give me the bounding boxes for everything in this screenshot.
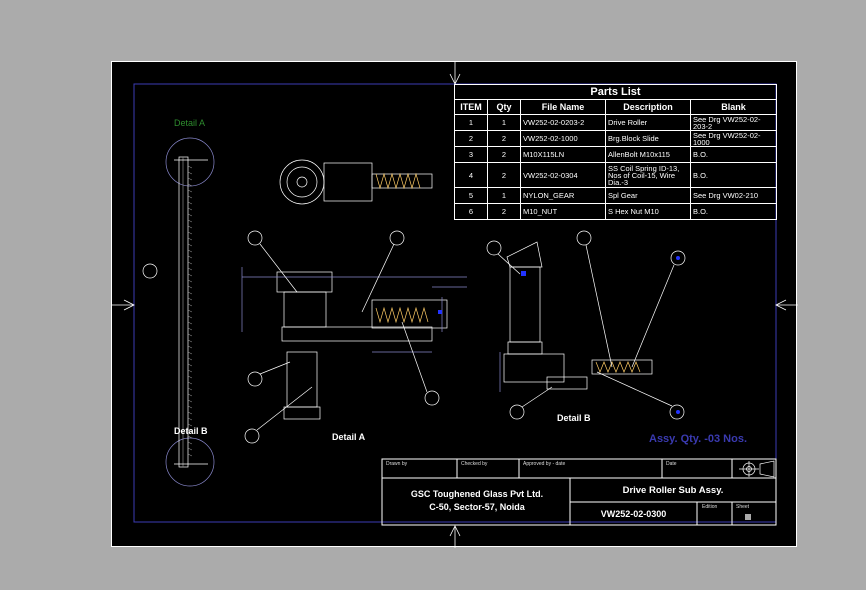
drawing-number: VW252-02-0300 <box>600 509 667 519</box>
detail-a-label: Detail A <box>332 432 366 442</box>
cell-file-name: VW252-02-1000 <box>520 130 606 147</box>
cell-blank: See Drg VW252-02-1000 <box>690 130 777 147</box>
parts-list-table: Parts List ITEM Qty File Name Descriptio… <box>454 84 777 220</box>
header-blank: Blank <box>690 99 777 115</box>
header-file-name: File Name <box>520 99 606 115</box>
cell-item: 2 <box>454 130 488 147</box>
cell-description: Drive Roller <box>605 114 691 131</box>
header-item: ITEM <box>454 99 488 115</box>
cell-item: 4 <box>454 162 488 188</box>
sheet-label: Sheet <box>736 504 750 510</box>
gear-top-view <box>279 159 433 205</box>
cell-blank: See Drg VW252-02-203-2 <box>690 114 777 131</box>
detail-a-top-label: Detail A <box>174 118 206 128</box>
approved-by-label: Approved by - date <box>523 461 566 467</box>
cell-item: 5 <box>454 187 488 204</box>
drawn-by-label: Drawn by <box>386 461 408 467</box>
detail-b-assembly <box>486 230 686 420</box>
edition-label: Edition <box>702 504 718 510</box>
header-qty: Qty <box>487 99 521 115</box>
cell-description: SS Coil Spring ID-13, Nos of Coil-15, Wi… <box>605 162 691 188</box>
parts-row: 1 1 VW252-02-0203-2 Drive Roller See Drg… <box>454 114 777 131</box>
cell-blank: See Drg VW02-210 <box>690 187 777 204</box>
parts-list-header: ITEM Qty File Name Description Blank <box>454 99 777 115</box>
drawing-title: Drive Roller Sub Assy. <box>622 485 724 496</box>
cell-description: AllenBolt M10x115 <box>605 146 691 163</box>
cell-file-name: M10_NUT <box>520 203 606 220</box>
parts-row: 2 2 VW252-02-1000 Brg.Block Slide See Dr… <box>454 130 777 147</box>
cell-description: S Hex Nut M10 <box>605 203 691 220</box>
cell-description: Brg.Block Slide <box>605 130 691 147</box>
parts-row: 3 2 M10X115LN AllenBolt M10x115 B.O. <box>454 146 777 163</box>
cell-description: Spl Gear <box>605 187 691 204</box>
cell-qty: 2 <box>487 146 521 163</box>
cad-drawing <box>112 62 798 548</box>
parts-row: 4 2 VW252-02-0304 SS Coil Spring ID-13, … <box>454 162 777 188</box>
cell-qty: 2 <box>487 162 521 188</box>
cell-blank: B.O. <box>690 162 777 188</box>
date-label: Date <box>666 461 677 467</box>
title-block-frame <box>381 458 777 526</box>
drawing-sheet: Parts List ITEM Qty File Name Descriptio… <box>111 61 798 548</box>
cell-blank: B.O. <box>690 203 777 220</box>
sheet-marker <box>745 514 751 520</box>
parts-row: 5 1 NYLON_GEAR Spl Gear See Drg VW02-210 <box>454 187 777 204</box>
cell-qty: 1 <box>487 187 521 204</box>
assy-qty-label: Assy. Qty. -03 Nos. <box>649 433 748 445</box>
cell-qty: 2 <box>487 203 521 220</box>
parts-row: 6 2 M10_NUT S Hex Nut M10 B.O. <box>454 203 777 220</box>
header-description: Description <box>605 99 691 115</box>
checked-by-label: Checked by <box>461 461 488 467</box>
cell-file-name: VW252-02-0203-2 <box>520 114 606 131</box>
cell-file-name: M10X115LN <box>520 146 606 163</box>
roller-elevation <box>142 137 215 487</box>
roller-teeth <box>187 165 193 457</box>
cell-item: 1 <box>454 114 488 131</box>
company-address: C-50, Sector-57, Noida <box>429 502 525 512</box>
detail-b-left-label: Detail B <box>174 426 208 436</box>
detail-b-label: Detail B <box>557 413 591 423</box>
projection-symbol-icon <box>739 460 775 478</box>
cell-qty: 1 <box>487 114 521 131</box>
center-marks <box>112 62 798 548</box>
cell-qty: 2 <box>487 130 521 147</box>
detail-a-assembly <box>241 230 467 444</box>
cell-item: 3 <box>454 146 488 163</box>
cell-file-name: NYLON_GEAR <box>520 187 606 204</box>
company-name: GSC Toughened Glass Pvt Ltd. <box>410 489 544 499</box>
cell-file-name: VW252-02-0304 <box>520 162 606 188</box>
cell-blank: B.O. <box>690 146 777 163</box>
parts-list-title: Parts List <box>454 84 777 100</box>
cell-item: 6 <box>454 203 488 220</box>
